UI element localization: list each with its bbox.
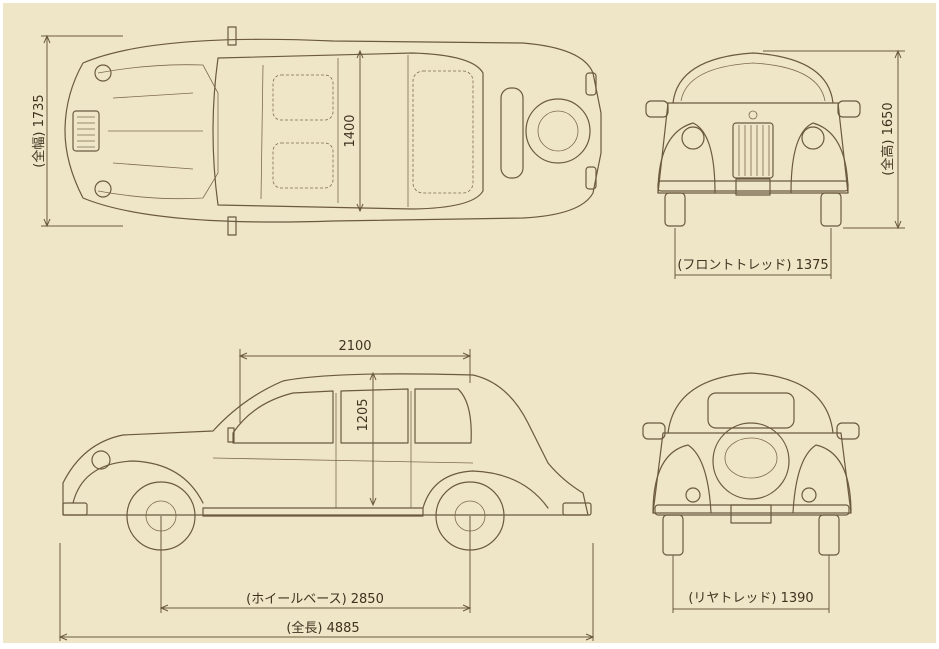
front-view-tire-left [664,192,686,227]
top-view-hood [97,64,219,200]
side-view-headlamp [91,450,111,470]
rear-view-fender-right [792,444,852,514]
side-view-rear-bumper [562,502,592,516]
top-view-grille [72,110,100,152]
side-view-middle-window [340,388,409,444]
rear-view-taillamp-right [801,487,817,503]
top-span-dimension: 2100 [238,339,472,423]
top-view-windshield-line [260,64,264,200]
overall-length-dimension: (全長) 4885 [58,543,595,641]
wheelbase-label: (ホイールベース) 2850 [246,592,384,607]
rear-view-tire-left [662,514,684,556]
side-view-running-board [202,507,424,517]
top-view-mirror-right [227,216,237,236]
top-view-headlamp-left [94,64,112,82]
overall-height-dimension: (全高) 1650 [763,49,905,230]
track-inner-dimension: 1400 [343,49,364,213]
cabin-height-label: 1205 [356,398,371,431]
top-view-front-seat-right [272,142,334,189]
top-view-cabin [212,52,484,210]
rear-tread-dimension: (リヤトレッド) 1390 [672,555,830,613]
front-view-headlamp-right [801,126,825,150]
top-view-grille-bars [77,116,95,148]
rear-view-body [652,432,852,514]
side-view-rear-fender [422,470,549,509]
overall-width-label: (全幅) 1735 [31,94,47,167]
top-view-headlamp-right [94,180,112,198]
front-view-grille-bars [738,125,770,176]
overall-width-dimension: (全幅) 1735 [31,34,123,228]
top-view-spare-wheel [525,98,591,164]
rear-view-spare-wheel [712,422,790,500]
top-view-taillamp-right [585,166,597,190]
top-view-taillamp-left [585,72,597,96]
rear-view-mirror-right [836,422,860,440]
top-view-front-seat-left [272,74,334,121]
rear-view-taillamp-left [685,487,701,503]
side-view-body [62,373,589,516]
wheelbase-dimension: (ホイールベース) 2850 [159,516,472,613]
top-view [64,26,602,236]
front-view-roof [672,52,834,104]
cabin-height-dimension: 1205 [356,371,377,507]
top-view-mirror-left [227,26,237,46]
front-tread-dimension: (フロントトレッド) 1375 [674,228,832,279]
front-view-license-plate [735,178,771,196]
side-view-mirror [227,427,235,443]
side-view-front-fender [72,460,204,504]
top-view-body [64,38,602,223]
side-view [62,373,592,551]
rear-view-fender-left [652,444,712,514]
front-view-mirror-left [645,100,669,118]
front-view-mirror-right [837,100,861,118]
top-view-rear-seat [412,70,474,194]
rear-view-spare-hub [724,437,778,479]
front-view-windshield [680,62,826,102]
front-view-bumper [657,180,849,192]
track-inner-label: 1400 [343,114,358,147]
side-view-front-window [232,390,334,444]
rear-view-rear-window [707,392,795,429]
overall-height-label: (全高) 1650 [880,102,896,175]
front-view-grille [732,122,774,179]
front-view-tire-right [820,192,842,227]
blueprint-drawing: (全幅) 1735 1400 (全高) 16 [31,26,905,641]
front-view [645,52,861,227]
front-view-fender-left [657,122,716,194]
rear-view [642,372,860,556]
front-view-emblem [748,110,758,120]
rear-view-tire-right [818,514,840,556]
front-view-headlamp-left [681,126,705,150]
side-view-rear-window [414,388,472,444]
rear-view-mirror-left [642,422,666,440]
overall-length-label: (全長) 4885 [286,620,359,636]
top-view-rear-window [500,87,524,179]
side-view-front-bumper [62,502,88,516]
side-view-beltline [212,457,474,464]
rear-view-roof [667,372,834,434]
front-view-fender-right [790,122,849,194]
top-view-hood-creases [112,92,194,170]
top-span-label: 2100 [338,339,371,354]
rear-tread-label: (リヤトレッド) 1390 [688,591,813,606]
top-view-spare-wheel-hub [537,110,579,152]
rear-view-license-plate [730,504,772,524]
front-tread-label: (フロントトレッド) 1375 [677,258,828,273]
